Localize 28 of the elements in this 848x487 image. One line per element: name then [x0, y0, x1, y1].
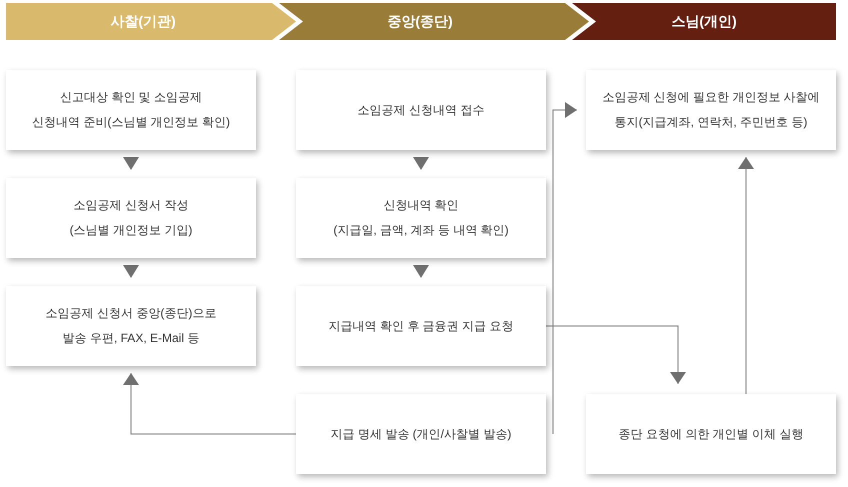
block-arrow	[413, 265, 429, 278]
process-box	[296, 178, 546, 258]
block-arrow	[413, 157, 429, 170]
process-box	[6, 286, 256, 366]
chevron-band	[572, 3, 836, 40]
chevron-band	[279, 3, 589, 40]
step-text: 소임공제 신청서 작성 (스님별 개인정보 기입)	[70, 197, 192, 239]
process-box	[586, 70, 836, 150]
step-text: 종단 요청에 의한 개인별 이체 실행	[618, 426, 804, 442]
band-heading: 스님(개인)	[671, 12, 737, 31]
process-box	[296, 394, 546, 474]
process-box	[6, 178, 256, 258]
step-text: 소임공제 신청내역 접수	[358, 102, 484, 118]
block-arrow	[123, 265, 139, 278]
block-arrow	[123, 157, 139, 170]
process-box	[586, 394, 836, 474]
process-box	[6, 70, 256, 150]
band-heading: 중앙(종단)	[387, 12, 453, 31]
band-heading: 사찰(기관)	[110, 12, 176, 31]
process-box	[296, 70, 546, 150]
step-text: 신고대상 확인 및 소임공제 신청내역 준비(스님별 개인정보 확인)	[32, 89, 230, 131]
process-box	[296, 286, 546, 366]
chevron-band	[6, 3, 296, 40]
step-text: 소임공제 신청서 중앙(종단)으로 발송 우편, FAX, E-Mail 등	[46, 305, 216, 347]
step-text: 지급 명세 발송 (개인/사찰별 발송)	[330, 426, 512, 442]
step-text: 소임공제 신청에 필요한 개인정보 사찰에 통지(지급계좌, 연락처, 주민번호 등)	[602, 89, 820, 131]
step-text: 지급내역 확인 후 금융권 지급 요청	[328, 318, 514, 334]
step-text: 신청내역 확인 (지급일, 금액, 계좌 등 내역 확인)	[333, 197, 509, 239]
